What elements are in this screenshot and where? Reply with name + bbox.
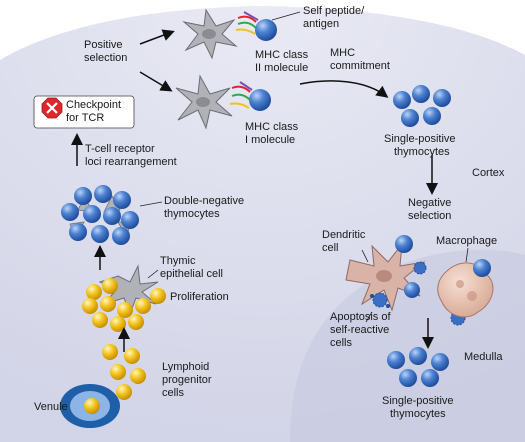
label-cortex: Cortex [472, 167, 505, 179]
lymphoid-progenitor-cells [102, 344, 146, 400]
label-proliferation: Proliferation [170, 291, 229, 303]
mhc-i-complex [229, 81, 271, 111]
label-macrophage: Macrophage [436, 235, 497, 247]
single-positive-thymocytes-bottom [387, 347, 449, 387]
label-apoptosis: Apoptosis of self-reactive cells [330, 311, 394, 349]
dendritic-cell [345, 235, 426, 312]
label-positive-selection: Positive selection [84, 39, 127, 64]
label-mhc-class-i: MHC class I molecule [245, 121, 301, 146]
double-negative-cluster [61, 185, 163, 245]
label-double-negative: Double-negative thymocytes [164, 195, 247, 220]
label-dendritic-cell: Dendritic cell [322, 229, 368, 254]
epithelial-cell-mhc-i [175, 74, 233, 130]
epithelial-cell-mhc-ii [182, 8, 238, 60]
macrophage [437, 247, 494, 318]
label-mhc-commitment: MHC commitment [330, 47, 390, 72]
label-venule: Venule [34, 401, 68, 413]
label-tcr-rearrangement: T-cell receptor loci rearrangement [85, 143, 177, 168]
label-lymphoid-progenitor: Lymphoid progenitor cells [162, 361, 215, 399]
label-single-positive-top: Single-positive thymocytes [384, 133, 459, 158]
label-negative-selection: Negative selection [408, 197, 454, 222]
venule [60, 384, 120, 428]
thymic-epithelial-proliferation [82, 264, 166, 332]
label-single-positive-bottom: Single-positive thymocytes [382, 395, 457, 420]
label-checkpoint: Checkpoint for TCR [66, 99, 124, 124]
label-thymic-epithelial: Thymic epithelial cell [160, 255, 223, 280]
single-positive-thymocytes-top [393, 85, 451, 127]
label-medulla: Medulla [464, 351, 503, 363]
label-mhc-class-ii: MHC class II molecule [255, 49, 311, 74]
checkpoint-box [33, 95, 135, 129]
mhc-ii-complex [235, 11, 301, 41]
label-self-peptide: Self peptide/ antigen [303, 5, 367, 30]
